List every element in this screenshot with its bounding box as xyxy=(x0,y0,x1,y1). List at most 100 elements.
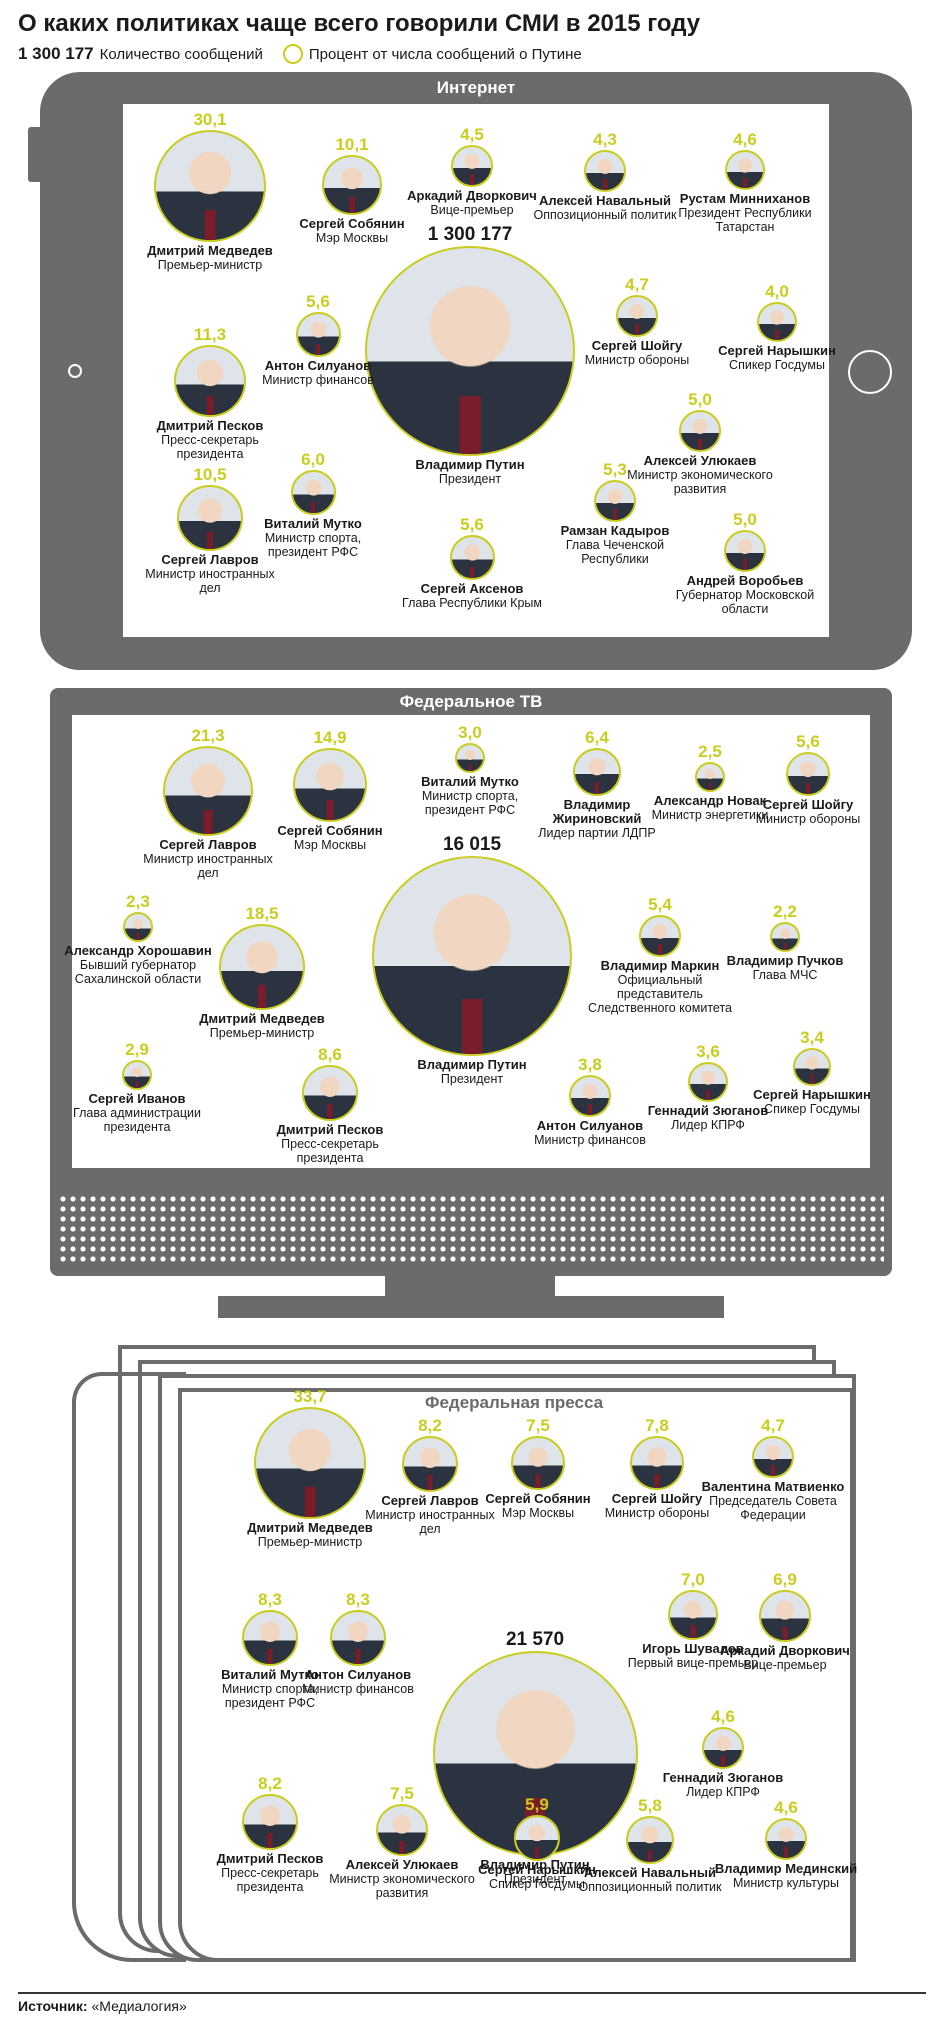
message-count: 21 570 xyxy=(505,1629,565,1650)
politician-name: Владимир Путин xyxy=(415,457,525,472)
politician-name: Дмитрий Медведев xyxy=(247,1520,373,1535)
tv-speaker-grille xyxy=(58,1194,884,1266)
politician-photo xyxy=(242,1610,298,1666)
percent-label: 2,3 xyxy=(126,892,150,911)
politician-role: Премьер-министр xyxy=(209,1026,315,1040)
percent-label: 10,5 xyxy=(193,465,227,484)
politician-role: Министр обороны xyxy=(604,1506,710,1520)
politician-role: Пресс-секретарь президента xyxy=(221,1866,319,1894)
percent-label: 8,2 xyxy=(258,1774,282,1793)
politician-photo xyxy=(786,752,830,796)
percent-label: 5,6 xyxy=(460,515,484,534)
page-title: О каких политиках чаще всего говорили СМ… xyxy=(18,10,701,37)
message-count: 16 015 xyxy=(442,834,502,855)
politician-role: Министр обороны xyxy=(584,353,690,367)
percent-label: 2,9 xyxy=(125,1040,149,1059)
percent-label: 4,6 xyxy=(711,1707,735,1726)
percent-label: 8,3 xyxy=(258,1590,282,1609)
politician-name: Сергей Нарышкин xyxy=(718,343,836,358)
tablet-home-button xyxy=(848,350,892,394)
politician-name: Алексей Навальный xyxy=(584,1865,716,1880)
percent-label: 8,2 xyxy=(418,1416,442,1435)
politician-role: Глава МЧС xyxy=(752,968,818,982)
politician-name: Сергей Собянин xyxy=(485,1491,591,1506)
politician-photo xyxy=(765,1818,807,1860)
politician-name: Дмитрий Песков xyxy=(216,1851,324,1866)
percent-label: 2,5 xyxy=(698,742,722,761)
tablet-side-button xyxy=(28,127,40,182)
legend-count-value: 1 300 177 xyxy=(18,44,94,63)
politician-name: Рамзан Кадыров xyxy=(560,523,670,538)
percent-label: 3,4 xyxy=(800,1028,824,1047)
politician-role: Глава администрации президента xyxy=(73,1106,201,1134)
percent-label: 4,6 xyxy=(774,1798,798,1817)
politician-name: Геннадий Зюганов xyxy=(647,1103,769,1118)
politician-role: Министр спорта, президент РФС xyxy=(221,1682,319,1710)
politician-role: Первый вице-премьер xyxy=(627,1656,759,1670)
politician-name: Сергей Шойгу xyxy=(591,338,683,353)
percent-label: 6,9 xyxy=(773,1570,797,1589)
percent-label: 3,6 xyxy=(696,1042,720,1061)
politician-name: Андрей Воробьев xyxy=(686,573,804,588)
politician-name: Владимир Жириновский xyxy=(552,797,642,826)
legend: 1 300 177 Количество сообщений Процент о… xyxy=(18,44,582,64)
percent-label: 2,2 xyxy=(773,902,797,921)
percent-label: 10,1 xyxy=(335,135,369,154)
politician-role: Губернатор Московской области xyxy=(675,588,815,616)
politician-photo xyxy=(639,915,681,957)
politician-photo xyxy=(793,1048,831,1086)
politician-role: Мэр Москвы xyxy=(315,231,389,245)
politician-role: Глава Чеченской Республики xyxy=(565,538,665,566)
percent-label: 6,0 xyxy=(301,450,325,469)
source-label: Источник: xyxy=(18,1998,88,2014)
politician-name: Дмитрий Медведев xyxy=(199,1011,325,1026)
politician-name: Сергей Лавров xyxy=(159,837,257,852)
politician-name: Рустам Минниханов xyxy=(679,191,811,206)
politician-role: Президент xyxy=(438,472,502,486)
politician-name: Сергей Шойгу xyxy=(762,797,854,812)
politician-name: Александр Новак xyxy=(653,793,767,808)
politician-name: Сергей Нарышкин xyxy=(478,1862,596,1877)
politician-role: Мэр Москвы xyxy=(293,838,367,852)
politician-name: Алексей Улюкаев xyxy=(345,1857,459,1872)
percent-label: 7,5 xyxy=(390,1784,414,1803)
politician-role: Министр обороны xyxy=(755,812,861,826)
politician-role: Министр иностранных дел xyxy=(143,852,273,880)
percent-label: 4,3 xyxy=(593,130,617,149)
politician-photo xyxy=(630,1436,684,1490)
politician-photo xyxy=(759,1590,811,1642)
politician-role: Министр экономического развития xyxy=(627,468,773,496)
politician-role: Министр спорта, президент РФС xyxy=(421,789,519,817)
source: Источник: «Медиалогия» xyxy=(18,1998,187,2014)
politician-role: Министр иностранных дел xyxy=(365,1508,495,1536)
footer-divider xyxy=(18,1992,926,1994)
politician-name: Владимир Пучков xyxy=(726,953,844,968)
message-count: 1 300 177 xyxy=(427,224,513,245)
politician-photo xyxy=(752,1436,794,1478)
politician-name: Аркадий Дворкович xyxy=(407,188,537,203)
politician-role: Пресс-секретарь президента xyxy=(281,1137,379,1165)
politician-photo xyxy=(757,302,797,342)
politician-role: Министр финансов xyxy=(534,1133,646,1147)
politician-name: Сергей Собянин xyxy=(299,216,405,231)
politician-role: Министр экономического развития xyxy=(329,1872,475,1900)
percent-label: 4,5 xyxy=(460,125,484,144)
